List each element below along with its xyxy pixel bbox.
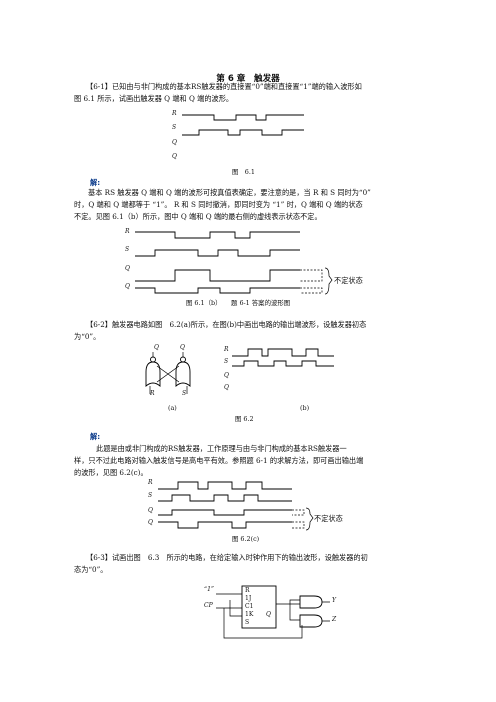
fig62c-label-q: Q bbox=[148, 507, 153, 514]
q1-line1: 【6-1】已知由与非门构成的基本RS触发器的直接置“0”端和直接置“1”端的输入… bbox=[86, 82, 362, 91]
fig62b-label-r: R bbox=[224, 346, 229, 353]
fig61b-caption: 图 6.1（b） 题 6-1 答案的波形图 bbox=[186, 299, 291, 307]
fig62c-label-s: S bbox=[148, 492, 153, 499]
fig62a-label-s: S bbox=[182, 390, 187, 397]
sol1-line3: 不定。见图 6.1（b）所示，图中 Q 端和 Q 端的最右侧的虚线表示状态不定。 bbox=[74, 212, 322, 221]
fig61b-label-q: Q bbox=[125, 265, 130, 272]
fig62b-label-qbar: Q bbox=[224, 384, 229, 391]
chapter-title: 第 6 章 触发器 bbox=[216, 74, 280, 84]
fig62a-label-q: Q bbox=[154, 344, 159, 351]
sol1-line2: 时，Q 端和 Q 端都等于 “1”。 R 和 S 同时撤消，即同时变为 “1” … bbox=[74, 200, 363, 209]
fig63-ff-s: S bbox=[245, 619, 250, 626]
fig63-ff-1k: 1K bbox=[245, 611, 254, 618]
sol1-heading: 解: bbox=[90, 178, 101, 187]
fig62c-label-qbar: Q bbox=[148, 519, 153, 526]
fig63-input-one: “1” bbox=[204, 586, 214, 593]
fig62a-label-r: R bbox=[150, 390, 155, 397]
fig62-sub-a: (a) bbox=[168, 404, 177, 412]
fig61b-label-s: S bbox=[125, 246, 130, 253]
fig62c-caption: 图 6.2(c) bbox=[232, 535, 260, 543]
fig62c-label-r: R bbox=[148, 479, 153, 486]
fig61-caption: 图 6.1 bbox=[232, 168, 255, 176]
q2-line2: 为“0”。 bbox=[74, 332, 101, 341]
fig61-label-qbar: Q bbox=[172, 153, 177, 160]
fig62b-label-q: Q bbox=[224, 372, 229, 379]
q3-line1: 【6-3】试画出图 6.3 所示的电路，在给定输入时钟作用下的输出波形，设触发器… bbox=[86, 553, 368, 562]
fig61-label-s: S bbox=[172, 124, 177, 131]
sol1-line1: 基本 RS 触发器 Q 端和 Q 端的波形可按真值表确定，要注意的是，当 R 和… bbox=[88, 188, 371, 197]
fig63-ff-1j: 1J bbox=[245, 595, 252, 602]
q2-line1: 【6-2】触发器电路如图 6.2(a)所示，在图(b)中画出电路的输出端波形，设… bbox=[86, 320, 367, 329]
sol2-line2: 样，只不过此电路对输入触发信号是高电平有效。参照题 6-1 的求解方法，即可画出… bbox=[74, 456, 364, 465]
fig62c-indeterminate-label: 不定状态 bbox=[314, 514, 343, 523]
sol2-heading: 解: bbox=[90, 432, 101, 441]
fig63-ff-r: R bbox=[245, 587, 250, 594]
q1-line2: 图 6.1 所示，试画出触发器 Q 端和 Q 端的波形。 bbox=[74, 94, 234, 103]
fig61b-label-r: R bbox=[125, 228, 130, 235]
fig62b-label-s: S bbox=[224, 358, 229, 365]
q3-line2: 态为“0”。 bbox=[74, 565, 108, 574]
fig63-output-y: Y bbox=[332, 597, 336, 604]
fig63-ff-c1: C1 bbox=[245, 603, 254, 610]
fig62-sub-b: (b) bbox=[300, 404, 310, 412]
fig61b-label-qbar: Q bbox=[125, 283, 130, 290]
fig61-label-q: Q bbox=[172, 139, 177, 146]
fig61b-indeterminate-label: 不定状态 bbox=[334, 276, 363, 285]
sol2-line1: 此题是由或非门构成的RS触发器，工作原理与由与非门构成的基本RS触发器一 bbox=[96, 444, 347, 453]
fig63-ff-q: Q bbox=[266, 611, 271, 618]
fig62a-label-qbar: Q bbox=[180, 344, 185, 351]
fig62-caption: 图 6.2 bbox=[235, 415, 254, 423]
fig61-label-r: R bbox=[172, 110, 177, 117]
fig63-output-z: Z bbox=[332, 616, 337, 623]
sol2-line3: 的波形，见图 6.2(c)。 bbox=[74, 468, 148, 477]
fig63-clock-label: CP bbox=[204, 602, 213, 609]
